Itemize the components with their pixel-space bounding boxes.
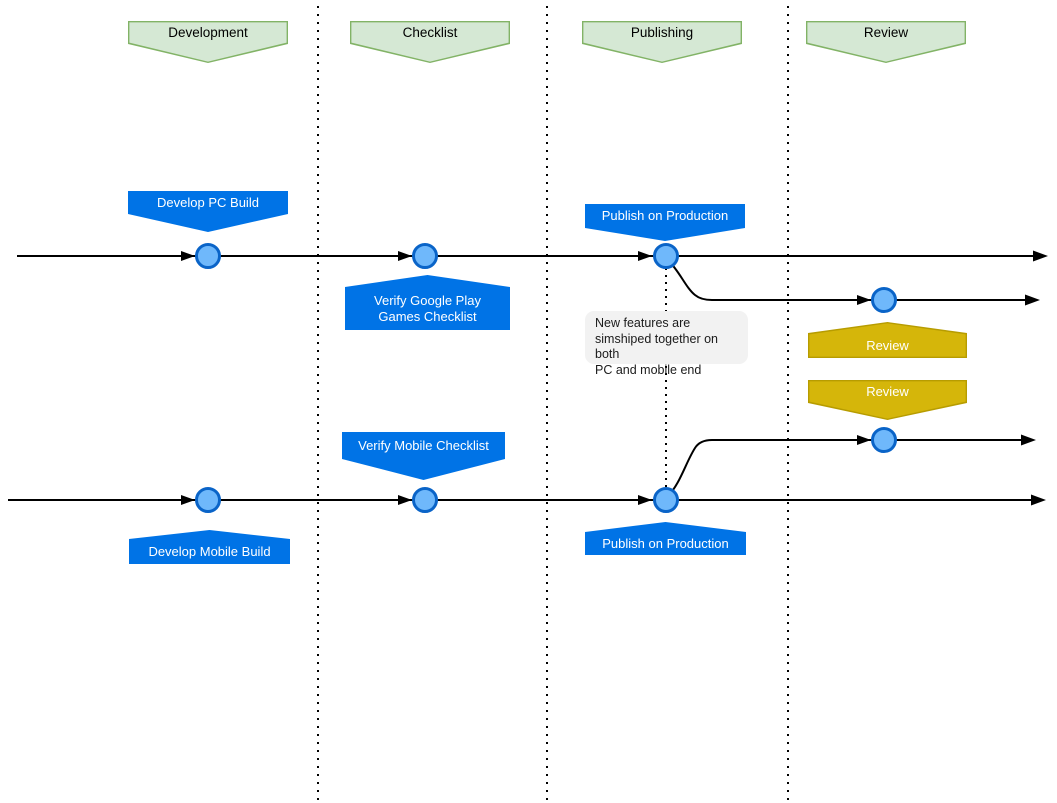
milestone-node-review-mob[interactable] xyxy=(871,427,897,453)
arrowhead xyxy=(1025,294,1040,306)
lane-header-label: Checklist xyxy=(402,24,458,40)
flag-review-pc[interactable]: Review xyxy=(808,322,967,358)
arrowhead xyxy=(398,495,412,505)
milestone-node-publish-pc[interactable] xyxy=(653,243,679,269)
flag-label: Develop Mobile Build xyxy=(148,543,271,559)
milestone-node-verify-mob[interactable] xyxy=(412,487,438,513)
milestone-node-review-pc[interactable] xyxy=(871,287,897,313)
arrowhead xyxy=(398,251,412,261)
arrowhead xyxy=(1031,494,1046,506)
flag-verify-mobile-checklist[interactable]: Verify Mobile Checklist xyxy=(342,432,505,480)
flag-publish-on-production-pc[interactable]: Publish on Production xyxy=(585,204,745,241)
banner-shape xyxy=(345,275,510,330)
milestone-node-develop-pc[interactable] xyxy=(195,243,221,269)
lane-header-label: Publishing xyxy=(630,24,694,40)
arrowhead xyxy=(181,495,195,505)
pc-review-branch[interactable] xyxy=(667,259,1030,301)
flag-label: Verify Google Play Games Checklist xyxy=(345,287,510,330)
note-line2: simshiped together on both xyxy=(595,331,718,362)
flag-label: Publish on Production xyxy=(602,535,729,551)
flag-label-line2: Games Checklist xyxy=(378,308,477,324)
arrowhead xyxy=(181,251,195,261)
flag-review-mobile[interactable]: Review xyxy=(808,380,967,420)
flag-label-line1: Verify Google Play xyxy=(374,292,481,308)
flag-label: Publish on Production xyxy=(601,208,729,223)
flag-label: Develop PC Build xyxy=(157,194,259,210)
arrowhead xyxy=(638,251,652,261)
simship-note[interactable]: New features are simshiped together on b… xyxy=(585,311,748,377)
flag-verify-google-play-checklist[interactable]: Verify Google Play Games Checklist xyxy=(345,275,510,330)
lane-header-label: Review xyxy=(863,24,909,40)
milestone-node-publish-mob[interactable] xyxy=(653,487,679,513)
arrowhead xyxy=(1021,434,1036,446)
milestone-node-verify-gpg[interactable] xyxy=(412,243,438,269)
lane-header-checklist[interactable]: Checklist xyxy=(350,21,510,63)
flag-label: Verify Mobile Checklist xyxy=(358,437,489,453)
flag-label: Review xyxy=(866,337,909,353)
flag-publish-on-production-mobile[interactable]: Publish on Production xyxy=(585,522,746,555)
arrowhead xyxy=(857,435,871,445)
arrowhead xyxy=(1033,250,1048,262)
lane-header-development[interactable]: Development xyxy=(128,21,288,63)
flag-develop-pc-build[interactable]: Develop PC Build xyxy=(128,191,288,232)
lane-header-review[interactable]: Review xyxy=(806,21,966,63)
flag-develop-mobile-build[interactable]: Develop Mobile Build xyxy=(129,530,290,564)
note-line1: New features are xyxy=(595,316,691,330)
milestone-node-develop-mob[interactable] xyxy=(195,487,221,513)
mobile-review-branch[interactable] xyxy=(667,439,1026,497)
arrowhead xyxy=(638,495,652,505)
note-line3: PC and mobile end xyxy=(595,362,702,377)
arrowhead xyxy=(857,295,871,305)
lane-header-label: Development xyxy=(168,24,248,40)
flag-label: Review xyxy=(866,383,909,399)
lane-header-publishing[interactable]: Publishing xyxy=(582,21,742,63)
